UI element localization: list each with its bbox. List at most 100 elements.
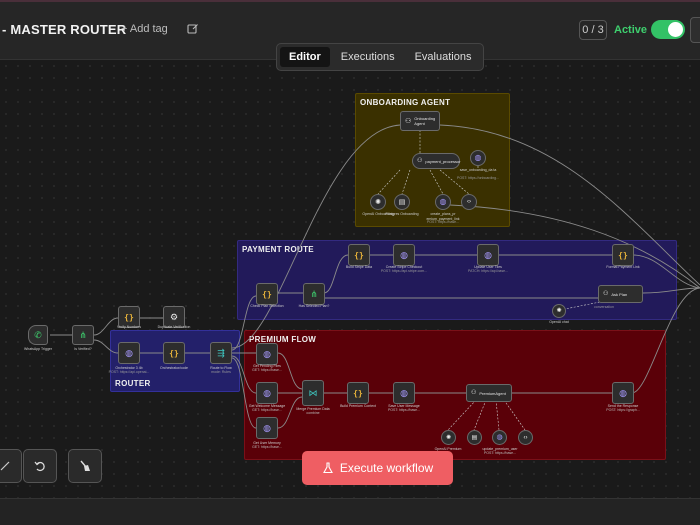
bottom-panel-bar[interactable] — [0, 498, 700, 525]
node-label: update_premium_user — [482, 447, 518, 451]
premium-code-tool-node[interactable]: ‹› — [518, 430, 533, 445]
undo-icon — [34, 461, 45, 472]
duplicate-verification-node[interactable]: ⚙ — [163, 306, 185, 328]
premium-memory-node[interactable]: ▤ — [467, 430, 482, 445]
node-label: OpenAI Premium — [434, 447, 462, 451]
database-icon: ▤ — [398, 198, 406, 206]
tidy-up-button[interactable] — [68, 449, 102, 483]
payment-processor-node[interactable]: ⚇payment_processor — [412, 153, 461, 169]
update-user-node[interactable]: ◍ — [477, 244, 499, 266]
is-verified-node[interactable]: ⋔ — [72, 325, 94, 345]
merge-icon: ⋈ — [308, 387, 318, 398]
node-label: Merge Premium Data — [296, 407, 330, 411]
merge-node[interactable]: ⋈ — [302, 380, 324, 406]
node-label: Get Welcome Message — [248, 404, 286, 408]
code-icon: {} — [353, 388, 363, 398]
globe-icon: ◍ — [400, 249, 408, 260]
execute-workflow-button[interactable]: Execute workflow — [302, 451, 453, 485]
workflow-title[interactable]: - MASTER ROUTER — [2, 22, 127, 37]
globe-icon: ◍ — [400, 387, 408, 398]
production-checklist-counter[interactable]: 0 / 3 — [579, 20, 607, 40]
premium-agent-node[interactable]: ⚇PremiumAgent — [466, 384, 512, 402]
globe-icon: ◍ — [619, 387, 627, 398]
openai-icon: ✺ — [445, 434, 452, 441]
zoom-control-button[interactable] — [0, 449, 22, 483]
node-sublabel: PATCH: https://api.base... — [468, 269, 508, 273]
openai-model-node[interactable]: ✺ — [370, 194, 386, 210]
node-label: Route to Flow — [210, 366, 232, 370]
create-plans-node[interactable]: ◍ — [435, 194, 451, 210]
sticky-title: ONBOARDING AGENT — [360, 98, 451, 107]
tab-executions[interactable]: Executions — [340, 51, 395, 63]
node-label: Verify Numbers — [117, 325, 141, 329]
has-selected-plan-node[interactable]: ⋔ — [303, 283, 325, 305]
node-sublabel: conversation — [594, 305, 614, 309]
postgres-memory-node[interactable]: ▤ — [394, 194, 410, 210]
robot-icon: ⚇ — [603, 291, 609, 297]
verify-numbers-node[interactable]: {} — [118, 306, 140, 328]
node-label: Is Verified? — [74, 347, 92, 351]
format-payment-node[interactable]: {} — [612, 244, 634, 266]
premium-model-node[interactable]: ✺ — [441, 430, 456, 445]
globe-icon: ◍ — [474, 153, 482, 162]
ask-plan-node[interactable]: ⚇Ask Plan — [598, 285, 643, 303]
route-to-flow-node[interactable]: ⇶ — [210, 342, 232, 364]
tab-editor[interactable]: Editor — [280, 47, 330, 67]
whatsapp-icon: ✆ — [34, 329, 42, 340]
create-checkout-node[interactable]: ◍ — [393, 244, 415, 266]
execute-workflow-label: Execute workflow — [339, 461, 434, 475]
build-premium-node[interactable]: {} — [347, 382, 369, 404]
onboarding-agent-node[interactable]: ⚇Onboarding Agent — [400, 111, 440, 131]
code-icon: {} — [124, 312, 134, 322]
orchestrator-node[interactable]: ◍ — [118, 342, 140, 364]
node-sublabel: POST: https://base... — [483, 451, 517, 455]
globe-icon: ◍ — [263, 348, 271, 359]
sticky-title: PAYMENT ROUTE — [242, 245, 314, 254]
code-tool-node[interactable]: ‹› — [461, 194, 477, 210]
undo-button[interactable] — [23, 449, 57, 483]
zoom-icon — [0, 461, 10, 471]
whatsapp-trigger-node[interactable]: ✆ — [28, 325, 48, 345]
code-icon: {} — [618, 250, 628, 260]
node-label: Postgres Onboarding — [385, 212, 419, 216]
check-plan-node[interactable]: {} — [256, 283, 278, 305]
orchestrator-code-node[interactable]: {} — [163, 342, 185, 364]
robot-icon: ⚇ — [405, 117, 412, 125]
robot-icon: ⚇ — [417, 158, 423, 164]
globe-icon: ◍ — [439, 197, 447, 206]
send-response-node[interactable]: ◍ — [612, 382, 634, 404]
sticky-title: PREMIUM FLOW — [249, 335, 317, 344]
get-pending-node[interactable]: ◍ — [256, 343, 278, 365]
top-accent-line — [0, 0, 700, 2]
get-welcome-node[interactable]: ◍ — [256, 382, 278, 404]
broom-icon — [80, 460, 90, 471]
database-icon: ▤ — [471, 434, 478, 441]
build-stripe-node[interactable]: {} — [348, 244, 370, 266]
get-memory-node[interactable]: ◍ — [256, 417, 278, 439]
active-status-label: Active — [614, 24, 648, 36]
sticky-title: ROUTER — [115, 379, 151, 388]
sticky-payment-route[interactable]: PAYMENT ROUTE — [237, 240, 677, 320]
share-button[interactable] — [690, 17, 700, 43]
node-label: Format Payment Link — [606, 265, 640, 269]
node-label: Orchestrator 3 4b — [115, 366, 143, 370]
save-user-msg-node[interactable]: ◍ — [393, 382, 415, 404]
edit-description-icon[interactable] — [184, 20, 202, 38]
node-label: Duplicate Verification — [157, 325, 191, 329]
switch-icon: ⇶ — [217, 347, 225, 358]
node-label: Build Premium Context — [340, 404, 376, 408]
premium-tool-node[interactable]: ◍ — [492, 430, 507, 445]
toggle-knob — [668, 22, 683, 37]
node-label: WhatsApp Trigger — [23, 347, 52, 351]
onboarding-tool-node[interactable]: ◍ — [470, 150, 486, 166]
globe-icon: ◍ — [263, 387, 271, 398]
node-label: Build Stripe Data — [345, 265, 373, 269]
node-sublabel: POST: https://graph... — [606, 408, 640, 412]
openai-chat-node[interactable]: ✺ — [552, 304, 566, 318]
tab-evaluations[interactable]: Evaluations — [414, 51, 472, 63]
robot-icon: ⚇ — [471, 390, 477, 396]
active-toggle[interactable] — [651, 20, 685, 39]
node-sublabel: mode: Rules — [211, 370, 231, 374]
add-tag-button[interactable]: + Add tag — [121, 23, 168, 35]
